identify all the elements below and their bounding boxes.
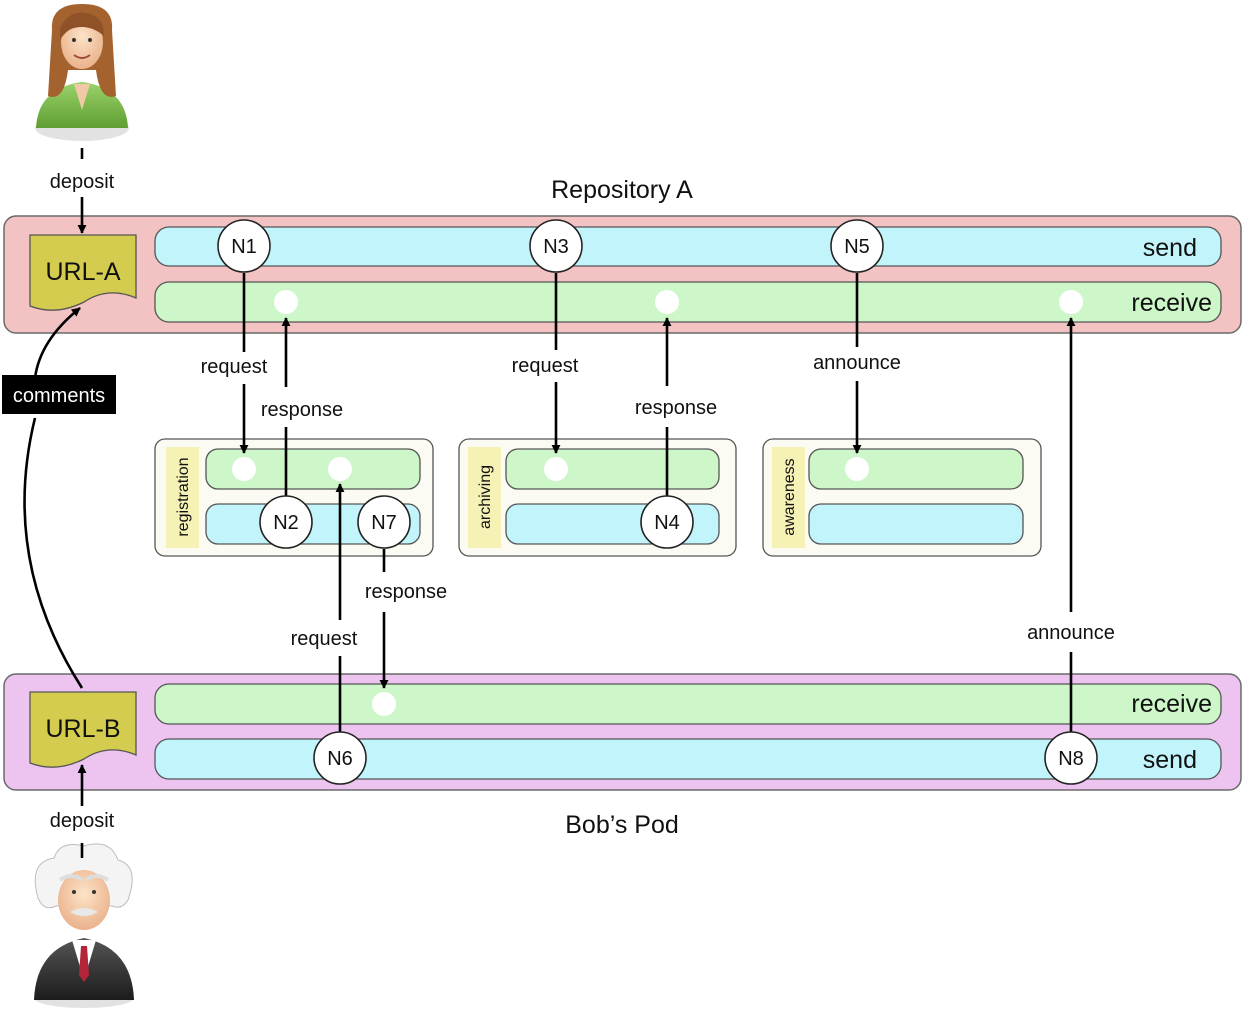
awareness-inbox-dot [845,457,869,481]
node-n2: N2 [259,495,313,549]
comments-label: comments [13,385,105,407]
pod-receive-lane [154,683,1222,725]
repo-inbox-dot-2 [655,290,679,314]
node-n5: N5 [830,219,884,273]
connectors [23,148,1076,858]
awareness-label: awareness [781,458,798,535]
pod-inbox-dot [372,692,396,716]
edge-labels: request response request response announ… [201,352,1115,650]
archiving-label: archiving [477,465,494,529]
node-n1-label: N1 [231,236,257,258]
url-b-label: URL-B [45,715,120,743]
deposit-label-top: deposit [50,171,115,193]
node-n5-label: N5 [844,236,870,258]
awareness-outbox-lane [808,503,1024,545]
researcher-avatar-bottom [34,843,134,1008]
pod-send-label: send [1143,746,1197,774]
node-n6: N6 [313,731,367,785]
registration-inbox-dot-2 [328,457,352,481]
awareness-service: awareness [762,438,1042,557]
deposit-label-bottom: deposit [50,810,115,832]
researcher-avatar-top [35,4,129,141]
node-n8: N8 [1044,731,1098,785]
node-n4-label: N4 [654,512,680,534]
comments-curve-upper [33,306,81,379]
repository-title: Repository A [551,176,693,204]
pod-title: Bob’s Pod [565,811,679,839]
repo-send-label: send [1143,234,1197,262]
inbox-dots [232,290,1083,716]
url-b-document: URL-B [29,691,137,768]
repo-receive-label: receive [1131,289,1212,317]
request-1-label: request [201,356,268,378]
registration-label: registration [175,457,192,536]
announce-1-label: announce [813,352,901,374]
node-n1: N1 [217,219,271,273]
archiving-service: archiving [458,438,737,557]
response-3-label: response [365,581,447,603]
archiving-inbox-dot [544,457,568,481]
url-a-label: URL-A [45,258,120,286]
url-a-document: URL-A [29,234,137,311]
node-n4: N4 [640,495,694,549]
node-n3-label: N3 [543,236,569,258]
node-n8-label: N8 [1058,748,1084,770]
repo-inbox-dot-3 [1059,290,1083,314]
comments-badge [2,375,116,414]
node-n2-label: N2 [273,512,299,534]
comments-curve-lower [23,417,84,689]
registration-inbox-lane [205,448,421,490]
node-n3: N3 [529,219,583,273]
registration-inbox-dot-1 [232,457,256,481]
response-1-label: response [261,399,343,421]
node-n7: N7 [357,495,411,549]
announce-2-label: announce [1027,622,1115,644]
node-n7-label: N7 [371,512,397,534]
request-2-label: request [512,355,579,377]
response-2-label: response [635,397,717,419]
repo-inbox-dot-1 [274,290,298,314]
request-3-label: request [291,628,358,650]
repo-receive-lane [154,281,1222,323]
pod-receive-label: receive [1131,690,1212,718]
awareness-inbox-lane [808,448,1024,490]
archiving-inbox-lane [505,448,720,490]
node-n6-label: N6 [327,748,353,770]
repo-send-lane [154,226,1222,267]
pod-send-lane [154,738,1222,780]
